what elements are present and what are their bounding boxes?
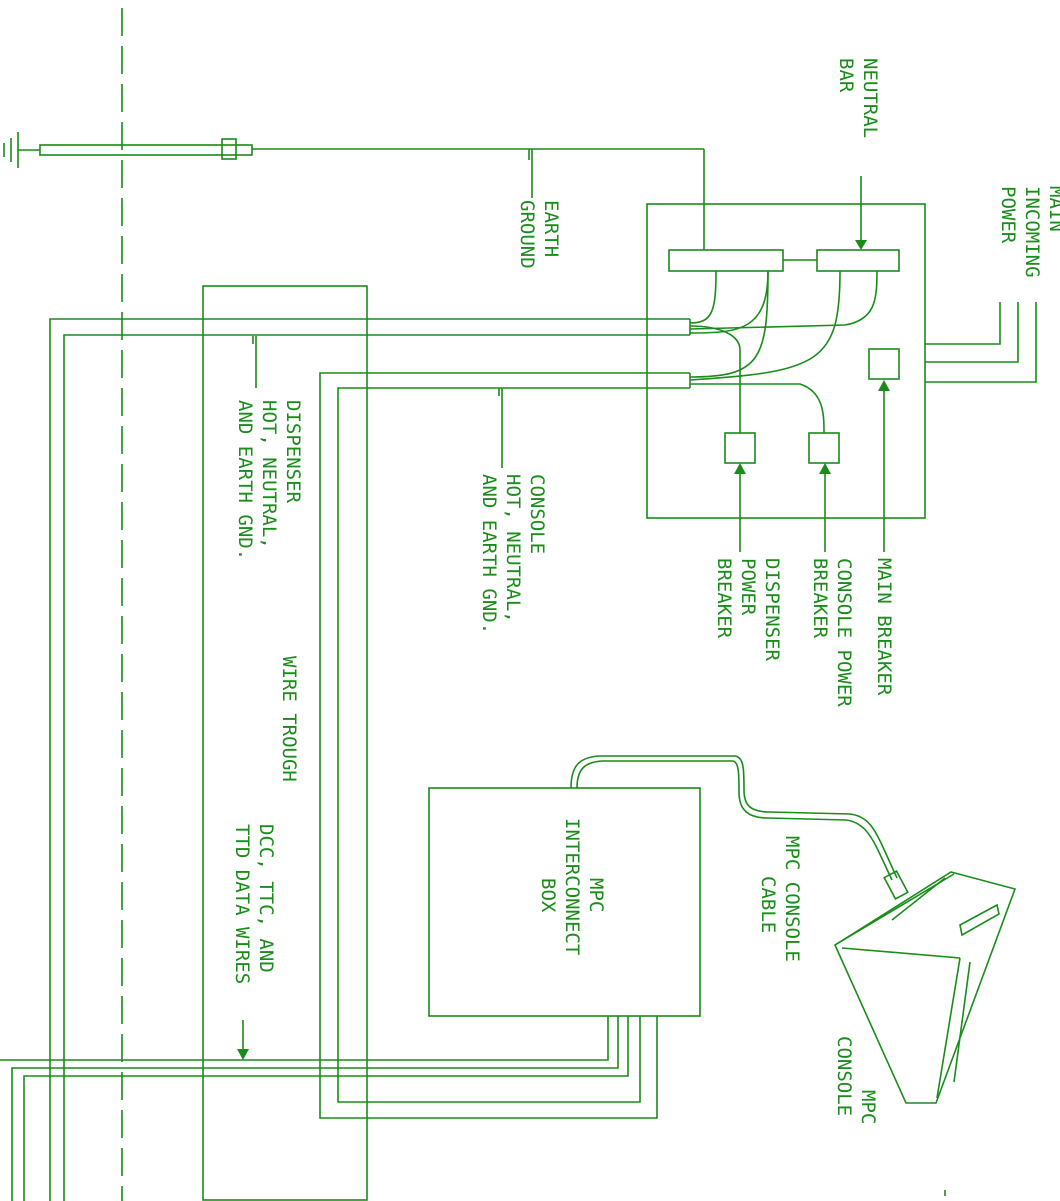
earth-ground-label: EARTH GROUND [516,200,562,269]
mpc-console [833,870,1017,1196]
console-cable-label: MPC CONSOLE CABLE [757,836,803,962]
data-wires-label-line-2: TTD DATA WIRES [231,824,253,984]
console-label-line-2: CONSOLE [833,1036,855,1116]
console-power-breaker-label-line-1: CONSOLE POWER [833,558,855,707]
neutral-bar-label-line-1: NEUTRAL [859,58,881,138]
console-power-breaker [808,432,840,464]
dispenser-power-breaker-label-line-3: BREAKER [713,558,735,639]
ground-bar [668,249,784,272]
neutral-bar [816,249,900,272]
main-breaker-label: MAIN BREAKER [873,558,895,696]
console-power-breaker-label: CONSOLE POWER BREAKER [809,558,855,707]
console-label: MPC CONSOLE [833,1036,879,1124]
console-wires-label-line-3: AND EARTH GND. [478,474,500,634]
interconnect-box-label-line-3: BOX [537,878,559,913]
wire-trough-label: WIRE TROUGH [278,656,300,782]
data-wires [0,1016,629,1201]
console-cable-label-line-1: MPC CONSOLE [781,836,803,962]
main-breaker-label-line-1: MAIN BREAKER [873,558,895,696]
main-incoming-power-label: MAIN INCOMING POWER [997,186,1060,278]
console-wires-label: CONSOLE HOT, NEUTRAL, AND EARTH GND. [478,474,548,634]
dispenser-power-breaker-label: DISPENSER POWER BREAKER [713,558,783,662]
earth-ground-rod [3,132,705,250]
console-cable-label-line-2: CABLE [757,876,779,933]
mpc-interconnect-box [428,787,701,1017]
main-incoming-power-label-line-1: MAIN [1045,186,1060,232]
console-power-breaker-label-line-2: BREAKER [809,558,831,639]
interconnect-box-label: MPC INTERCONNECT BOX [537,818,607,955]
interconnect-box-label-line-2: INTERCONNECT [561,818,583,955]
console-label-line-1: MPC [857,1090,879,1124]
dispenser-power-breaker-label-line-1: DISPENSER [761,558,783,662]
wire-trough [202,285,368,1201]
console-conduit [319,372,691,1119]
interconnect-box-label-line-1: MPC [585,878,607,912]
dispenser-wires-label-line-2: HOT, NEUTRAL, [258,400,280,549]
earth-ground-label-line-1: EARTH [540,200,562,257]
dispenser-wires-label-line-3: AND EARTH GND. [234,400,256,560]
data-wires-label: DCC, TTC, AND TTD DATA WIRES [231,824,277,984]
dispenser-wires-label: DISPENSER HOT, NEUTRAL, AND EARTH GND. [234,400,304,560]
neutral-bar-label: NEUTRAL BAR [835,58,881,138]
leaders [237,176,890,1060]
data-wires-label-line-1: DCC, TTC, AND [255,824,277,973]
dispenser-wires-label-line-1: DISPENSER [282,400,304,504]
main-incoming-power-wires [925,302,1037,383]
wire-trough-label-line-1: WIRE TROUGH [278,656,300,782]
console-wires-label-line-1: CONSOLE [526,474,548,554]
mpc-console-cable [570,755,898,881]
dispenser-power-breaker [724,432,756,464]
main-incoming-power-label-line-2: INCOMING [1021,186,1043,278]
earth-ground-label-line-2: GROUND [516,200,538,269]
console-wires-label-line-2: HOT, NEUTRAL, [502,474,524,623]
main-incoming-power-label-line-3: POWER [997,186,1019,244]
neutral-bar-label-line-2: BAR [835,58,857,93]
main-breaker [868,348,900,380]
panel-internal-wiring [689,270,878,434]
main-panel [646,203,926,519]
dispenser-power-breaker-label-line-2: POWER [737,558,759,616]
